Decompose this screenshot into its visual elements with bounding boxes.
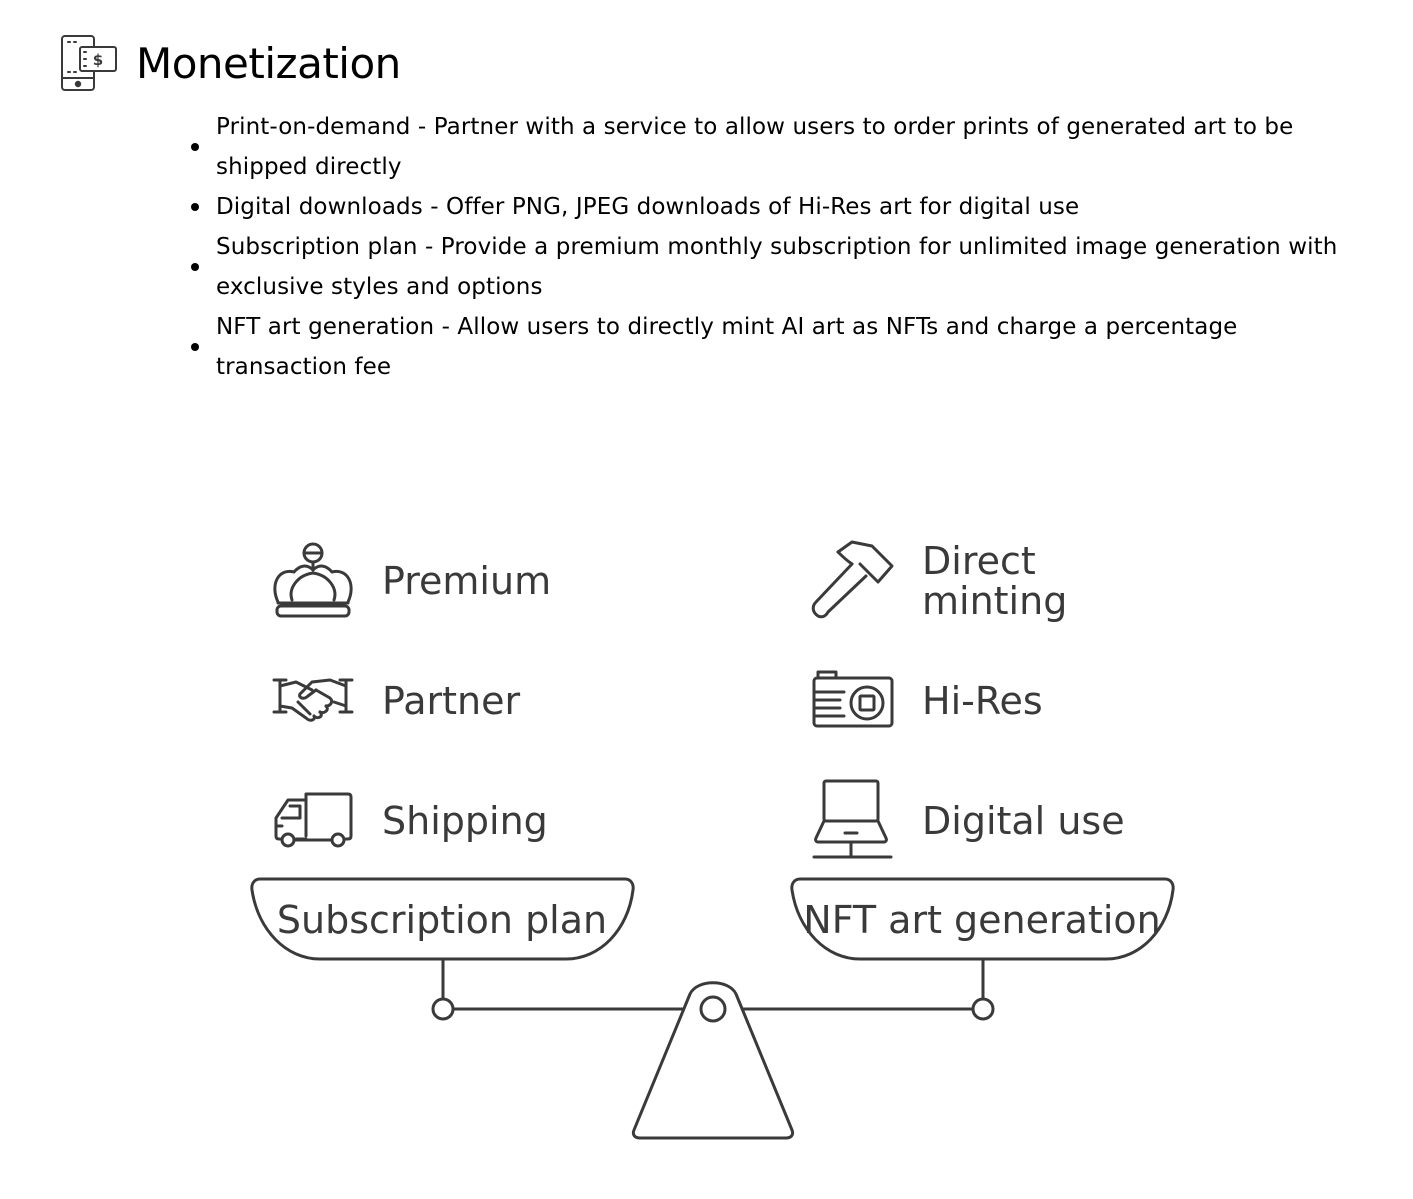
subscription-plan-label: Subscription plan <box>277 898 607 942</box>
hammer-icon <box>811 540 894 619</box>
camera-icon <box>812 670 894 728</box>
handshake-icon <box>272 678 354 722</box>
premium-label: Premium <box>382 559 551 603</box>
list-item: Print-on-demand - Partner with a service… <box>190 107 1340 187</box>
svg-text:$: $ <box>93 51 103 69</box>
right-pan <box>790 877 1175 961</box>
bullet-icon <box>190 262 216 272</box>
left-pan <box>250 877 635 961</box>
laptop-icon <box>812 779 893 859</box>
scale-fulcrum <box>631 981 795 1140</box>
hi-res-label: Hi-Res <box>922 679 1043 723</box>
crown-icon <box>273 542 353 618</box>
nft-art-generation-label: NFT art generation <box>803 898 1160 942</box>
shipping-label: Shipping <box>382 799 548 843</box>
monetization-list: Print-on-demand - Partner with a service… <box>190 107 1340 387</box>
mobile-payment-icon: $ <box>61 35 117 91</box>
bullet-icon <box>190 342 216 352</box>
bullet-icon <box>190 142 216 152</box>
list-item-text: Subscription plan - Provide a premium mo… <box>216 234 1338 300</box>
list-item-text: Digital downloads - Offer PNG, JPEG down… <box>216 194 1080 220</box>
bullet-icon <box>190 202 216 212</box>
truck-icon <box>274 792 353 848</box>
direct-minting-label-line1: Direct <box>922 539 1036 583</box>
direct-minting-label-line2: minting <box>922 579 1067 623</box>
page-title: Monetization <box>136 39 401 88</box>
list-item-text: Print-on-demand - Partner with a service… <box>216 114 1294 180</box>
list-item: Subscription plan - Provide a premium mo… <box>190 227 1340 307</box>
list-item: Digital downloads - Offer PNG, JPEG down… <box>190 187 1340 227</box>
partner-label: Partner <box>382 679 520 723</box>
list-item-text: NFT art generation - Allow users to dire… <box>216 314 1238 380</box>
digital-use-label: Digital use <box>922 799 1125 843</box>
list-item: NFT art generation - Allow users to dire… <box>190 307 1340 387</box>
